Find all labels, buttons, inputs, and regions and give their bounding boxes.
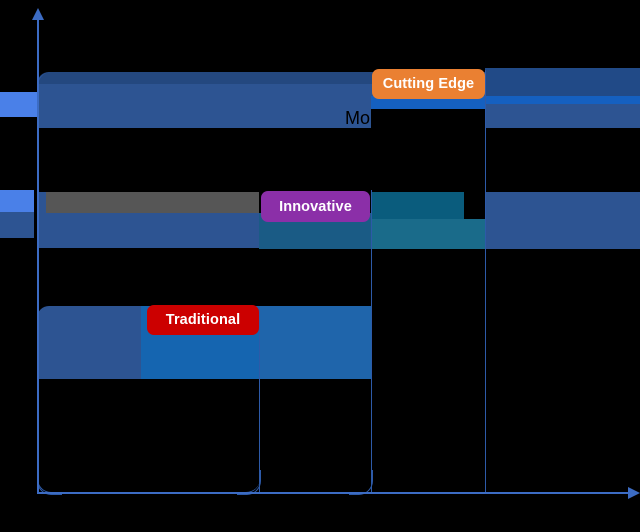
panel-corner-curve-right xyxy=(349,470,373,495)
column-divider-2 xyxy=(371,128,372,492)
occlusion-mask-bottom-strip xyxy=(0,494,640,532)
y-axis-arrow-icon xyxy=(32,8,44,20)
occlusion-mask-col0-top xyxy=(0,0,37,92)
left-swatch-lower xyxy=(0,190,34,212)
middle-band-right xyxy=(485,192,640,249)
occlusion-mask-top-left xyxy=(0,0,640,68)
middle-band-teal-dark xyxy=(371,192,464,219)
occlusion-mask-col0-bottom xyxy=(0,238,37,532)
middle-band-gray-bar xyxy=(46,192,259,213)
occlusion-mask-over-text xyxy=(371,109,485,190)
occlusion-notch-middle xyxy=(259,192,261,213)
top-band-highlight-bar xyxy=(371,96,485,109)
occlusion-mask-right-mid xyxy=(464,192,485,219)
middle-band-teal xyxy=(371,219,485,249)
left-swatch-lower-shadow xyxy=(0,212,34,238)
top-band-right-upper xyxy=(485,68,640,96)
panel-outline-col1 xyxy=(37,72,260,493)
bottom-band-right xyxy=(259,306,371,379)
left-swatch-upper xyxy=(0,92,38,117)
top-band-right-accent xyxy=(485,96,640,104)
x-axis-line xyxy=(37,492,635,494)
occlusion-notch-lower-center xyxy=(259,249,371,306)
panel-corner-curve-mid xyxy=(237,470,261,495)
bottom-band-left xyxy=(37,306,141,379)
column-divider-3 xyxy=(485,70,486,492)
label-cutting-edge[interactable]: Cutting Edge xyxy=(372,69,485,99)
label-innovative[interactable]: Innovative xyxy=(261,191,370,222)
occlusion-mask-col0-mid xyxy=(0,117,37,190)
x-axis-arrow-icon xyxy=(628,487,640,499)
occluded-label-text: Mo xyxy=(345,108,371,128)
column-divider-1 xyxy=(259,249,260,492)
label-traditional[interactable]: Traditional xyxy=(147,305,259,335)
y-axis-line xyxy=(37,18,39,494)
top-band-right-lower xyxy=(485,104,640,130)
